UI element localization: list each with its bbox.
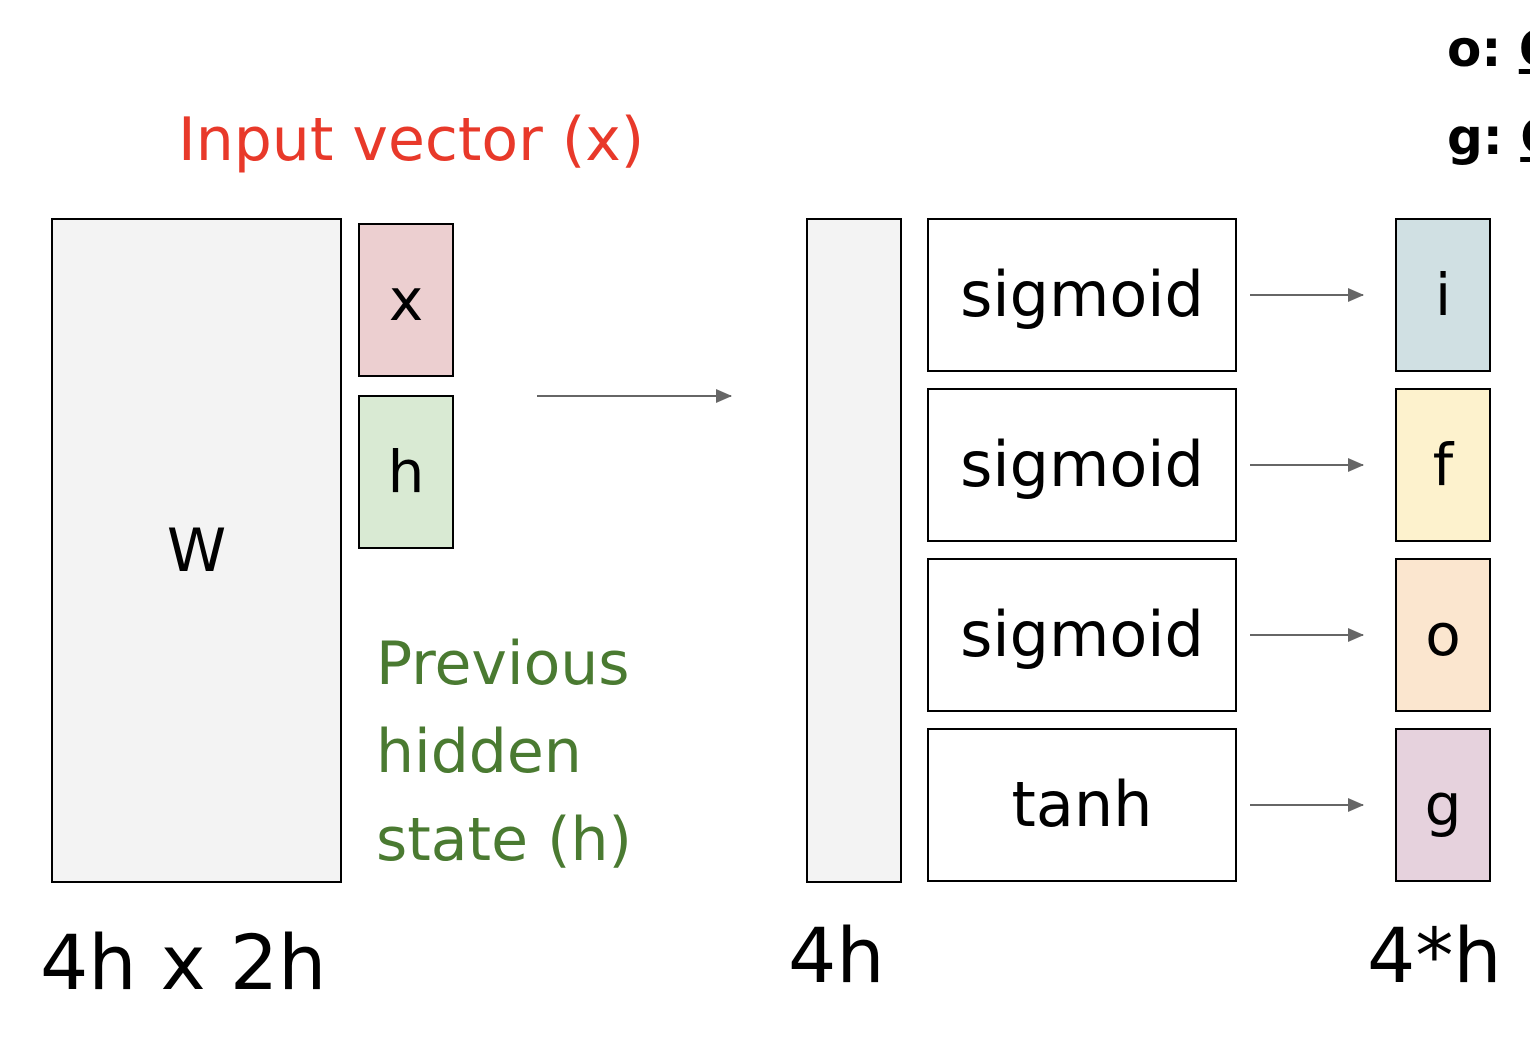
- gate-o-activation-label: sigmoid: [960, 598, 1204, 671]
- gate-o-output: o: [1395, 558, 1491, 712]
- weight-matrix-label: W: [166, 515, 227, 586]
- legend-o-sep: :: [1481, 20, 1502, 78]
- gate-g-activation: tanh: [927, 728, 1237, 882]
- legend-g: g: G: [1447, 112, 1530, 162]
- h-vector: h: [358, 395, 454, 549]
- gate-g-output-label: g: [1424, 771, 1462, 839]
- intermediate-vector-dims: 4h: [788, 911, 885, 1000]
- gate-o-activation: sigmoid: [927, 558, 1237, 712]
- gate-f-activation-label: sigmoid: [960, 428, 1204, 501]
- gate-i-output: i: [1395, 218, 1491, 372]
- prev-hidden-line-2: hidden: [376, 717, 582, 787]
- legend-g-sep: :: [1482, 108, 1503, 166]
- gate-g-output: g: [1395, 728, 1491, 882]
- x-vector: x: [358, 223, 454, 377]
- intermediate-vector: [806, 218, 902, 883]
- h-vector-label: h: [387, 438, 425, 506]
- output-dims: 4*h: [1367, 911, 1502, 1000]
- gate-i-output-label: i: [1434, 261, 1452, 329]
- prev-hidden-label: Previous hidden state (h): [376, 620, 632, 884]
- input-vector-label: Input vector (x): [178, 105, 645, 175]
- weight-matrix-dims: 4h x 2h: [40, 918, 327, 1007]
- prev-hidden-line-3: state (h): [376, 805, 632, 875]
- legend-o-value: O: [1519, 20, 1530, 78]
- legend-o-key: o: [1447, 20, 1482, 78]
- gate-o-output-label: o: [1425, 601, 1461, 669]
- weight-matrix: W: [51, 218, 342, 883]
- x-vector-label: x: [388, 266, 424, 334]
- legend-g-value: G: [1520, 108, 1530, 166]
- gate-i-activation: sigmoid: [927, 218, 1237, 372]
- gate-f-output: f: [1395, 388, 1491, 542]
- legend-o: o: O: [1447, 24, 1530, 74]
- gate-i-activation-label: sigmoid: [960, 258, 1204, 331]
- legend-g-key: g: [1447, 108, 1483, 166]
- gate-f-output-label: f: [1432, 431, 1454, 499]
- gate-g-activation-label: tanh: [1011, 768, 1153, 841]
- gate-f-activation: sigmoid: [927, 388, 1237, 542]
- prev-hidden-line-1: Previous: [376, 629, 630, 699]
